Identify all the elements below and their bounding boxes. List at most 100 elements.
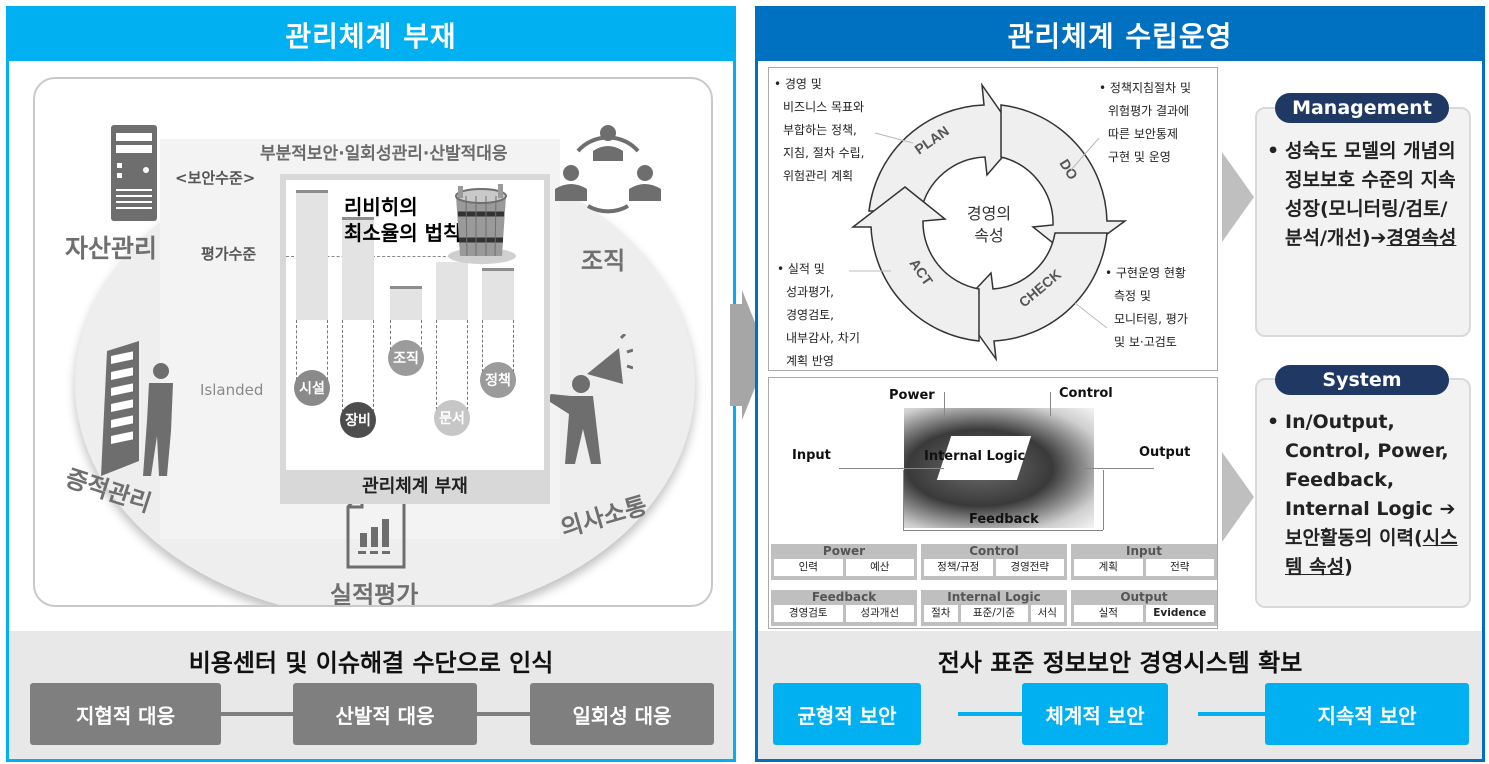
note-plan: • 경영 및 비즈니스 목표와 부합하는 정책, 지침, 절차 수립, 위험관리… — [774, 73, 865, 188]
note-line: 지침, 절차 수립, — [783, 146, 865, 160]
left-panel-title: 관리체계 부재 — [9, 9, 733, 61]
bullet: • — [1267, 140, 1280, 162]
group-title: Input — [1126, 544, 1162, 558]
security-level-label: <보안수준> — [175, 169, 256, 187]
pdca-cycle-diagram: • 경영 및 비즈니스 목표와 부합하는 정책, 지침, 절차 수립, 위험관리… — [768, 67, 1218, 371]
note-line: 위험관리 계획 — [783, 169, 854, 183]
note-line: 비즈니스 목표와 — [783, 100, 865, 114]
management-summary-text: • 성숙도 모델의 개념의 정보보호 수준의 지속성장(모니터링/검토/분석/개… — [1267, 137, 1463, 253]
bar-dash — [390, 320, 422, 350]
group-cell: 성과개선 — [845, 605, 914, 622]
pdca-center-line2: 속성 — [974, 227, 1003, 245]
note-line: 부합하는 정책, — [783, 123, 857, 137]
note-line: • 구현운영 현황 — [1105, 266, 1186, 280]
note-line: 성과평가, — [786, 285, 834, 299]
server-rack-person-icon — [101, 341, 173, 476]
sys-label-feedback: Feedback — [969, 512, 1039, 527]
chart-caption: 관리체계 부재 — [362, 476, 468, 497]
pill-sporadic-response: 산발적 대응 — [293, 683, 477, 745]
note-line: 구현 및 운영 — [1108, 150, 1171, 164]
group-title: Output — [1120, 590, 1168, 604]
system-emphasis: 시스템 속성 — [1285, 527, 1458, 578]
left-bottom-banner: 비용센터 및 이슈해결 수단으로 인식 지협적 대응 산발적 대응 일회성 대응 — [9, 631, 733, 759]
note-line: 내부감사, 차기 — [786, 331, 860, 345]
system-summary-text: • In/Output, Control, Power, Feedback, I… — [1267, 408, 1463, 582]
note-line: 모니터링, 평가 — [1114, 312, 1188, 326]
pill-connector — [1198, 712, 1278, 716]
bullet: • — [1267, 411, 1280, 433]
note-line: 계획 반영 — [786, 354, 834, 368]
chart-plot-area: 시설 장비 조직 문서 정책 리비히의 — [286, 180, 544, 470]
group-title: Power — [822, 544, 866, 558]
liebig-law-title: 리비히의 최소율의 법칙 — [344, 194, 461, 246]
management-text: 성숙도 모델의 개념의 정보보호 수준의 지속성장(모니터링/검토/분석/개선)… — [1285, 140, 1456, 249]
system-diagram: Power Control Input Output Internal Logi… — [768, 377, 1218, 629]
liebig-law-line1: 리비히의 — [344, 195, 418, 219]
pill-balanced-security: 균형적 보안 — [773, 683, 921, 745]
right-bottom-banner: 전사 표준 정보보안 경영시스템 확보 균형적 보안 체계적 보안 지속적 보안 — [758, 631, 1482, 759]
pill-systematic-security: 체계적 보안 — [1022, 683, 1168, 745]
left-bottom-title: 비용센터 및 이슈해결 수단으로 인식 — [188, 649, 554, 677]
sys-label-output: Output — [1139, 445, 1191, 460]
liebig-law-line2: 최소율의 법칙 — [344, 221, 462, 245]
note-line: 및 보·고검토 — [1114, 335, 1177, 349]
sys-label-power: Power — [889, 388, 935, 403]
pill-continuous-security: 지속적 보안 — [1265, 683, 1469, 745]
pill-local-response: 지협적 대응 — [30, 683, 221, 745]
group-cell: 전략 — [1145, 559, 1214, 576]
bar-dash — [342, 320, 374, 412]
note-check: • 구현운영 현황 측정 및 모니터링, 평가 및 보·고검토 — [1105, 262, 1188, 354]
label-performance-evaluation: 실적평가 — [330, 581, 419, 607]
right-panel-title: 관리체계 수립운영 — [758, 9, 1482, 61]
evaluation-level-label: 평가수준 — [201, 245, 257, 263]
system-badge: System — [1275, 365, 1449, 395]
category-circle-document: 문서 — [434, 400, 470, 436]
group-cell: 계획 — [1074, 559, 1143, 576]
category-circle-equipment: 장비 — [340, 402, 376, 438]
organization-icon — [555, 125, 661, 214]
megaphone-person-icon — [547, 334, 633, 464]
group-cell: 표준/기준 — [960, 605, 1028, 622]
management-summary-card: • 성숙도 모델의 개념의 정보보호 수준의 지속성장(모니터링/검토/분석/개… — [1255, 107, 1471, 337]
pill-one-time-response: 일회성 대응 — [530, 683, 714, 745]
pill-connector — [958, 712, 1038, 716]
system-summary-card: • In/Output, Control, Power, Feedback, I… — [1255, 378, 1471, 608]
group-cell: 경영전략 — [995, 559, 1064, 576]
note-line: • 실적 및 — [777, 262, 825, 276]
group-title: Feedback — [811, 590, 877, 604]
note-line: 위험평가 결과에 — [1108, 104, 1190, 118]
management-emphasis: 경영속성 — [1386, 227, 1457, 249]
label-asset-management: 자산관리 — [65, 234, 158, 263]
chart-subtitle: 부분적보안·일회성관리·산발적대응 — [260, 144, 508, 164]
note-act: • 실적 및 성과평가, 경영검토, 내부감사, 차기 계획 반영 — [777, 258, 860, 373]
evaluation-level-line — [286, 256, 466, 257]
pdca-center-line1: 경영의 — [967, 205, 1011, 223]
bar-dash — [436, 320, 468, 410]
right-panel: 관리체계 수립운영 • 경영 및 비즈니스 목표와 부합하는 정책, 지침, 절… — [755, 6, 1485, 762]
sys-label-input: Input — [792, 448, 831, 463]
group-cell: Evidence — [1145, 605, 1214, 622]
note-line: • 경영 및 — [774, 77, 822, 91]
chevron-right-icon — [1222, 452, 1254, 542]
group-title: Internal Logic — [947, 590, 1041, 604]
group-cell: 실적 — [1074, 605, 1143, 622]
category-circle-organization: 조직 — [388, 340, 424, 376]
bar-dash — [296, 320, 328, 380]
category-circle-policy: 정책 — [480, 362, 516, 398]
bar-facility — [296, 190, 328, 320]
server-icon — [111, 125, 157, 221]
bar-equipment — [342, 217, 374, 320]
management-badge: Management — [1275, 93, 1449, 123]
left-panel: 관리체계 부재 자산관리 조직 — [6, 6, 736, 762]
group-cell: 절차 — [924, 605, 958, 622]
group-cell: 서식 — [1030, 605, 1064, 622]
sys-label-internal-logic: Internal Logic — [924, 449, 1026, 464]
note-line: • 정책지침절차 및 — [1099, 81, 1191, 95]
note-line: 측정 및 — [1114, 289, 1151, 303]
